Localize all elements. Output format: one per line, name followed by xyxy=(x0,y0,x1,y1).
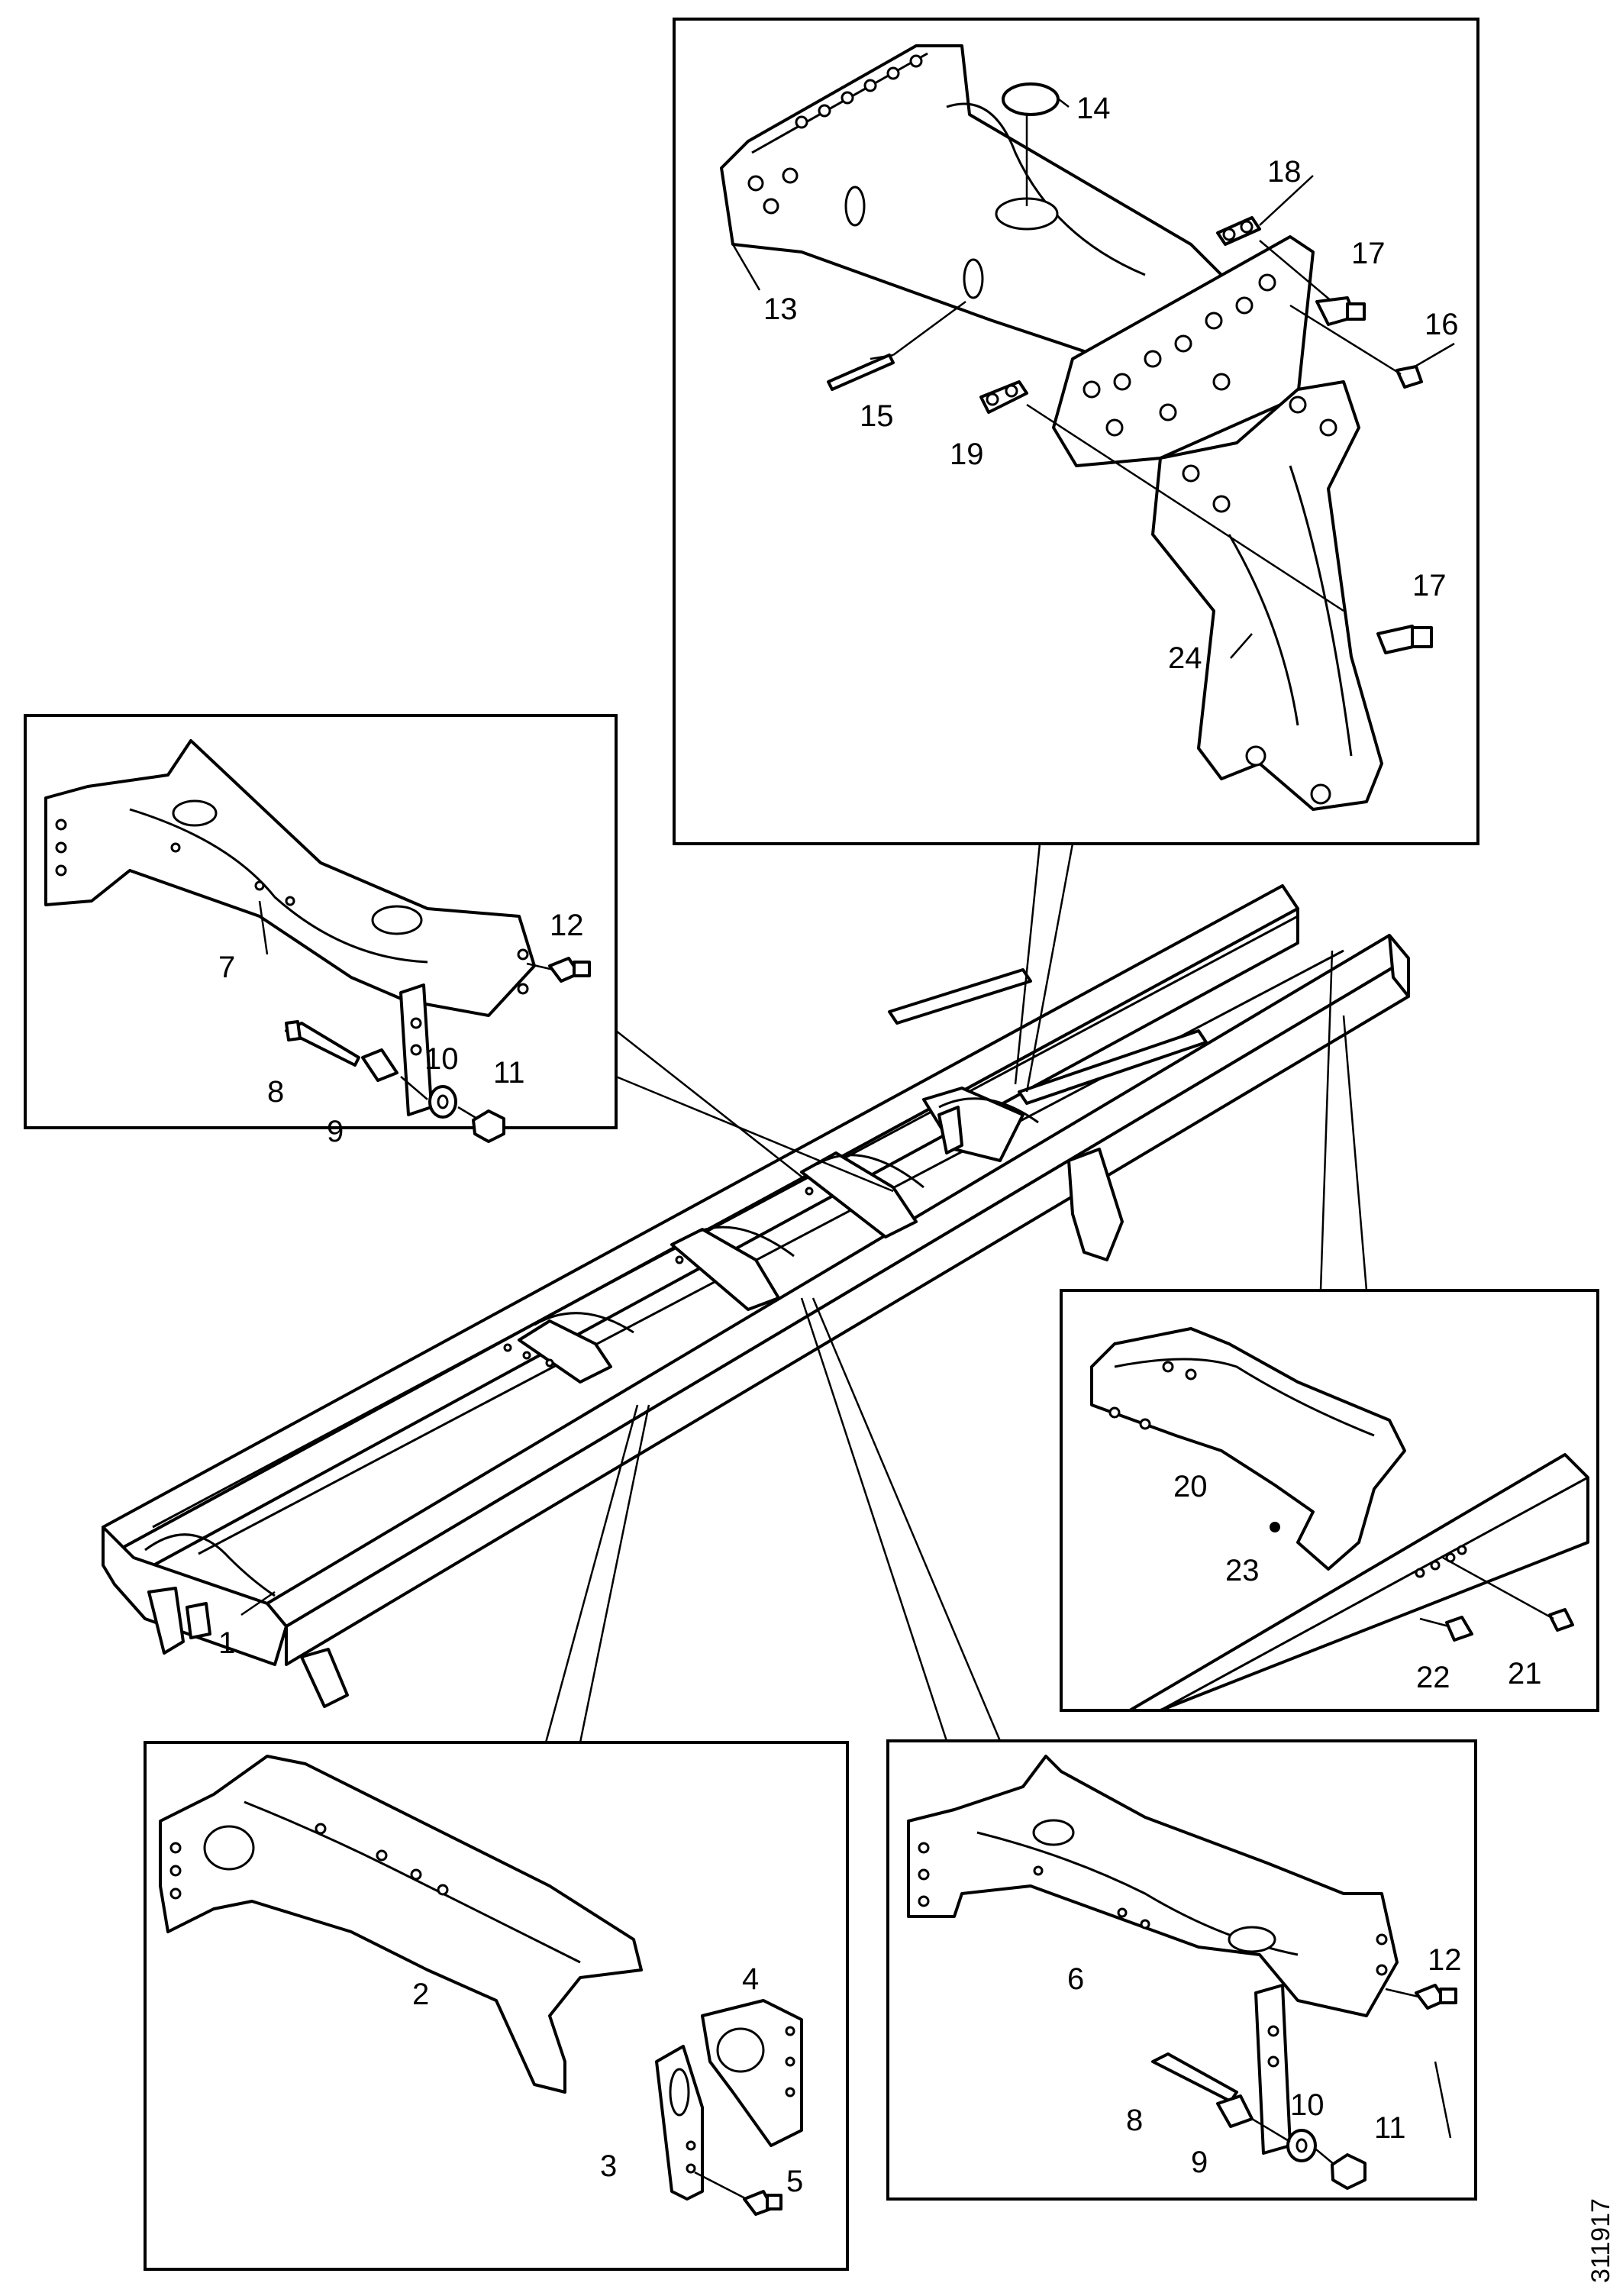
callout-6: 6 xyxy=(1067,1962,1084,1996)
nut-icon xyxy=(472,1109,505,1143)
callout-22: 22 xyxy=(1416,1661,1450,1694)
callout-numbers: 1 2 3 4 5 6 7 8 9 10 11 12 13 14 15 16 1… xyxy=(218,92,1542,2198)
callout-21: 21 xyxy=(1508,1657,1542,1691)
callout-18: 18 xyxy=(1267,155,1302,189)
callout-2: 2 xyxy=(412,1978,429,2011)
pin-icon xyxy=(827,354,895,391)
washer-icon xyxy=(1286,2129,1317,2162)
inset-leader-lines xyxy=(544,843,1368,1743)
callout-17a: 17 xyxy=(1351,237,1386,270)
bolt-icon xyxy=(1376,625,1433,654)
callout-11b: 11 xyxy=(1374,2111,1406,2145)
callout-4: 4 xyxy=(742,1962,759,1996)
bolt-icon xyxy=(1151,2052,1238,2103)
chassis-frame xyxy=(102,884,1410,1708)
callout-1: 1 xyxy=(218,1626,235,1660)
callout-11a: 11 xyxy=(493,1056,525,1090)
inset-crossmember-7 xyxy=(24,714,618,1143)
callout-12a: 12 xyxy=(550,909,584,942)
callout-24: 24 xyxy=(1168,641,1202,675)
callout-16: 16 xyxy=(1425,308,1459,341)
bolt-icon xyxy=(1315,296,1366,326)
nut-icon xyxy=(1270,1522,1280,1532)
bolt-icon xyxy=(1415,1984,1457,2010)
callout-23: 23 xyxy=(1225,1554,1260,1587)
callout-8b: 8 xyxy=(1126,2104,1143,2137)
callout-3: 3 xyxy=(600,2149,617,2183)
bolt-icon xyxy=(1445,1616,1473,1642)
spacer-sleeve-icon xyxy=(361,1048,398,1082)
bolt-icon xyxy=(1548,1608,1574,1632)
callout-9a: 9 xyxy=(327,1115,344,1148)
bracket-19 xyxy=(979,380,1028,414)
nut-icon xyxy=(1331,2153,1366,2190)
bracket-4 xyxy=(701,1999,803,2147)
callout-20: 20 xyxy=(1173,1470,1208,1503)
callout-14: 14 xyxy=(1076,92,1111,125)
callout-7: 7 xyxy=(218,951,235,984)
callout-13: 13 xyxy=(763,292,798,326)
bracket-18 xyxy=(1216,216,1261,246)
callout-8a: 8 xyxy=(267,1075,284,1109)
callout-15: 15 xyxy=(860,399,894,433)
callout-10b: 10 xyxy=(1290,2088,1325,2122)
drawing-number: 311917 xyxy=(1586,2198,1615,2283)
bracket-3 xyxy=(655,2045,704,2201)
callout-9b: 9 xyxy=(1191,2146,1208,2179)
bolt-icon xyxy=(548,957,591,983)
inset-rear-crossmember xyxy=(673,18,1479,845)
plug-icon xyxy=(1002,82,1060,116)
inset-crossmember-6 xyxy=(886,1739,1477,2201)
bolt-icon xyxy=(743,2190,782,2216)
bolt-icon xyxy=(285,1020,360,1067)
bolt-icon xyxy=(1396,365,1423,389)
inset-crossmember-2 xyxy=(144,1741,849,2271)
inset-bracket-20 xyxy=(1060,1289,1599,1712)
callout-17b: 17 xyxy=(1412,569,1447,602)
callout-19: 19 xyxy=(950,438,984,471)
callout-5: 5 xyxy=(786,2165,803,2198)
callout-10a: 10 xyxy=(424,1042,459,1076)
callout-leaders xyxy=(240,175,1455,2139)
washer-icon xyxy=(428,1085,457,1119)
callout-12b: 12 xyxy=(1428,1943,1462,1977)
